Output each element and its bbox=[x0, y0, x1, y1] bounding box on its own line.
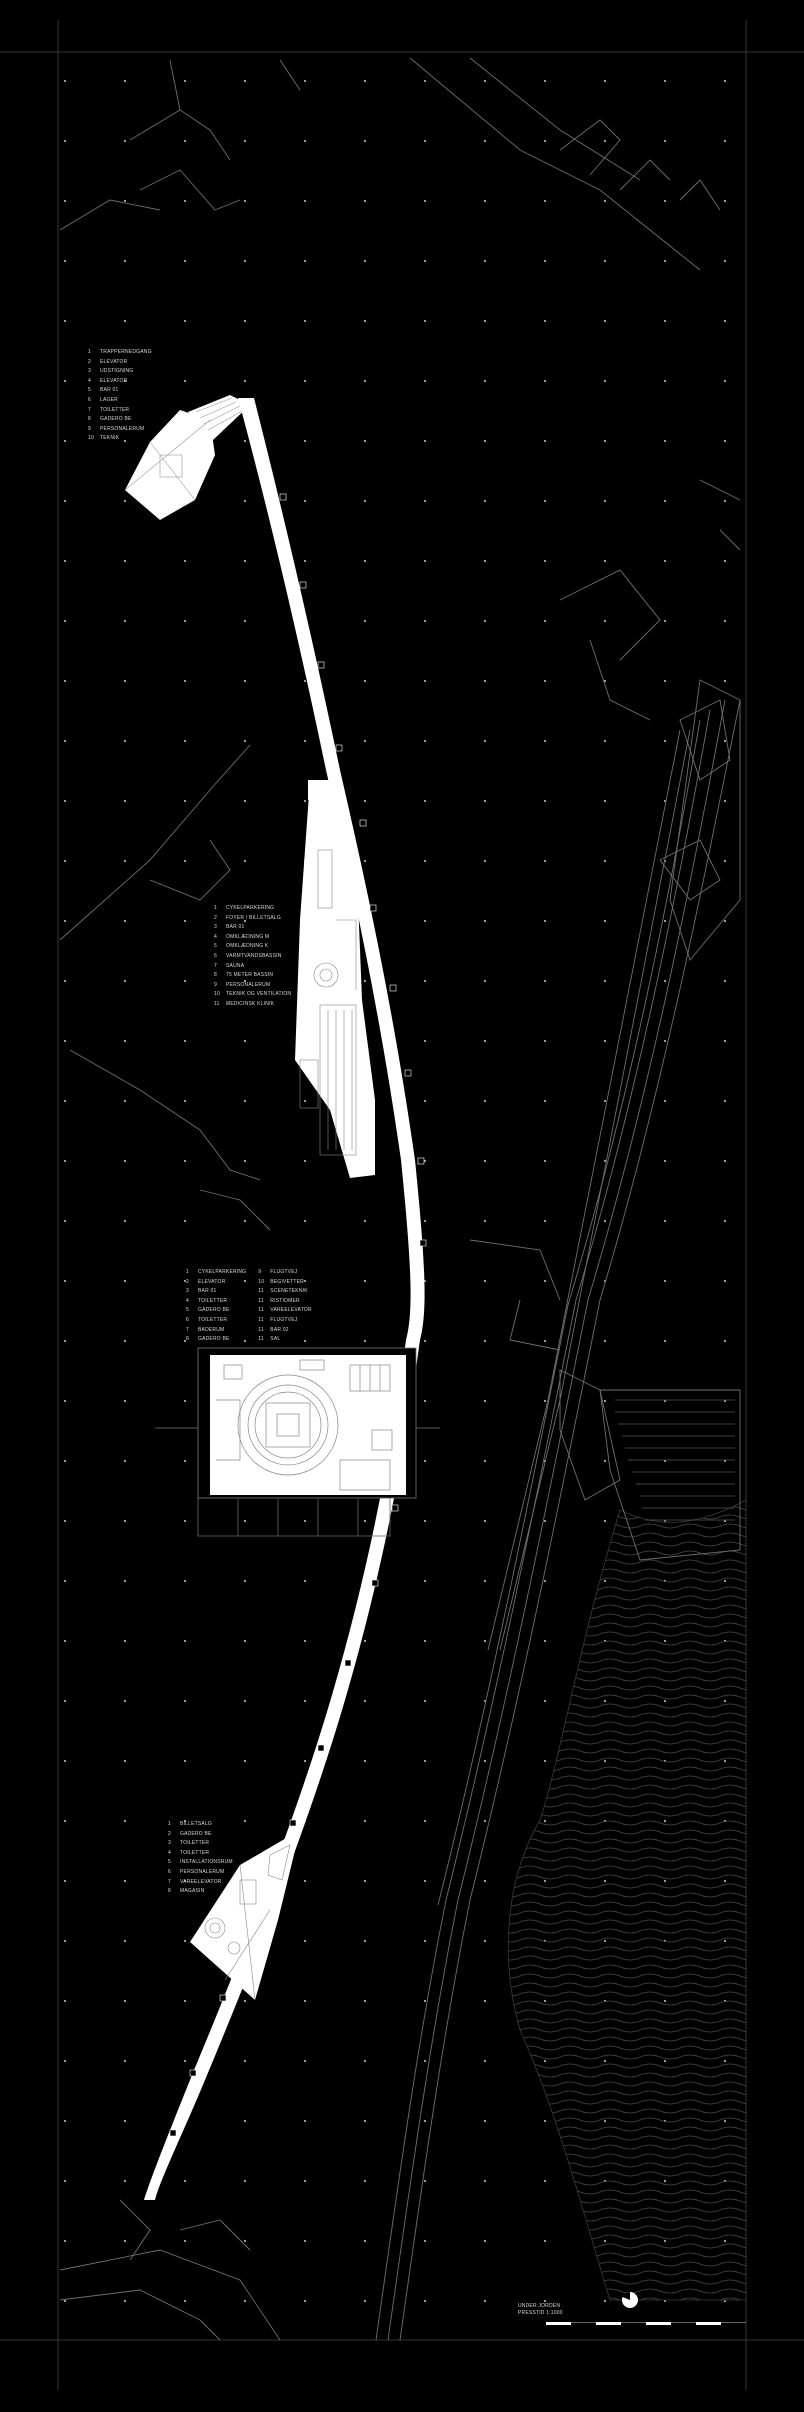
north-station bbox=[124, 395, 250, 520]
water-area bbox=[507, 1499, 747, 2301]
south-station bbox=[190, 1830, 300, 2001]
north-arrow-wedge-icon bbox=[622, 2292, 630, 2300]
main-tunnel bbox=[144, 398, 425, 2200]
context-linework bbox=[59, 57, 741, 2341]
pool-station bbox=[295, 780, 375, 1178]
drawing-caption: UNDER JORDEN PRESSTID 1:1000 bbox=[518, 2303, 563, 2317]
caption-scale: PRESSTID 1:1000 bbox=[518, 2310, 563, 2316]
cluster-hatch bbox=[615, 1399, 735, 1521]
arena-station bbox=[155, 1347, 440, 1537]
scale-bar bbox=[546, 2322, 746, 2326]
caption-title: UNDER JORDEN bbox=[518, 2303, 561, 2309]
